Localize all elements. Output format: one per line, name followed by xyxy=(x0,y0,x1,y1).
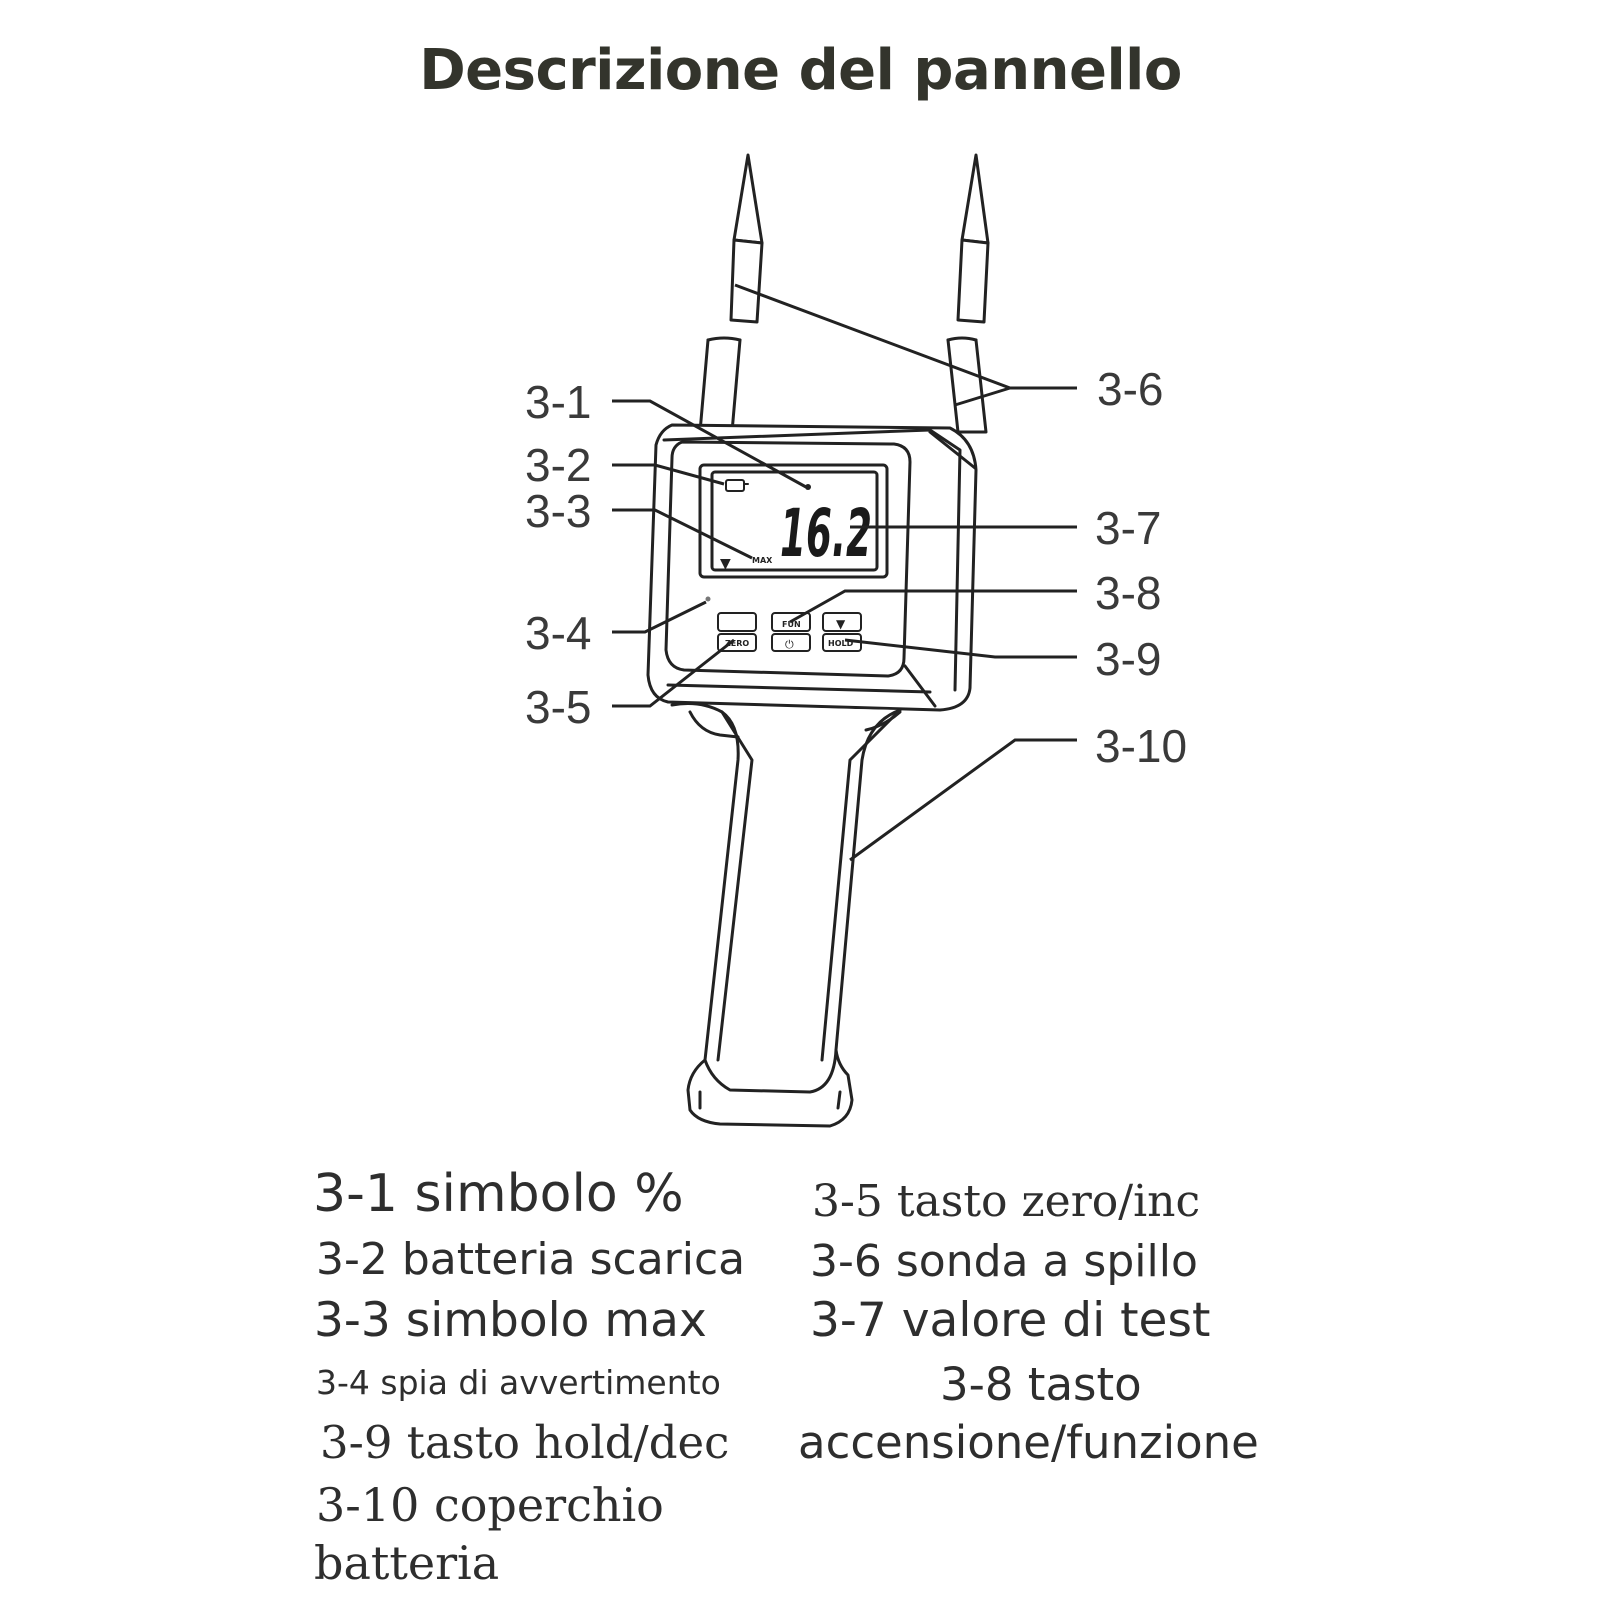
warning-led xyxy=(705,596,711,602)
legend-3-1: 3-1 simbolo % xyxy=(313,1164,684,1224)
leader-3-5 xyxy=(612,638,735,708)
leader-3-3 xyxy=(612,508,753,560)
legend-3-8: 3-8 tasto xyxy=(940,1358,1142,1411)
legend-3-8-cont: accensione/funzione xyxy=(798,1416,1259,1469)
diagram-title: Descrizione del pannello xyxy=(419,38,1182,103)
leader-3-6b xyxy=(954,386,1011,407)
legend-3-4: 3-4 spia di avvertimento xyxy=(316,1363,721,1402)
legend-3-2: 3-2 batteria scarica xyxy=(316,1234,746,1285)
callout-3-5: 3-5 xyxy=(525,681,591,733)
leader-3-1 xyxy=(612,399,807,489)
lcd-max-symbol: MAX xyxy=(752,556,773,565)
left-pin-probe xyxy=(698,153,764,434)
leader-3-2 xyxy=(612,463,725,486)
warning-lamp-icon: ▼ xyxy=(720,556,731,572)
down-arrow-icon: ▼ xyxy=(836,617,846,631)
handle-battery-cover xyxy=(670,702,902,1128)
lcd-screen xyxy=(698,463,889,579)
callout-3-10: 3-10 xyxy=(1095,720,1187,772)
callout-3-4: 3-4 xyxy=(525,607,591,659)
zero-button-label: ZERO xyxy=(725,639,749,648)
callout-3-7: 3-7 xyxy=(1095,502,1161,554)
callout-3-3: 3-3 xyxy=(525,485,591,537)
legend-3-5: 3-5 tasto zero/inc xyxy=(812,1176,1201,1227)
legend-3-10: 3-10 coperchio xyxy=(316,1478,664,1532)
legend-3-7: 3-7 valore di test xyxy=(810,1293,1211,1348)
percent-symbol-dot xyxy=(805,484,811,490)
power-icon: ⏻ xyxy=(785,638,794,651)
leader-3-6 xyxy=(734,283,1077,390)
callout-3-1: 3-1 xyxy=(525,376,591,428)
hold-button-label: HOLD xyxy=(828,639,854,648)
leader-3-4 xyxy=(612,600,707,634)
fun-button-label: FUN xyxy=(782,620,801,629)
legend-3-3: 3-3 simbolo max xyxy=(314,1293,707,1348)
leader-3-9 xyxy=(844,638,1077,659)
callout-3-9: 3-9 xyxy=(1095,633,1161,685)
leader-3-10 xyxy=(849,738,1077,862)
legend-3-9: 3-9 tasto hold/dec xyxy=(320,1416,730,1469)
callout-3-2: 3-2 xyxy=(525,439,591,491)
right-pin-probe xyxy=(946,153,990,434)
callout-3-8: 3-8 xyxy=(1095,567,1161,619)
leader-3-8 xyxy=(789,589,1077,624)
lcd-value: 16.2 xyxy=(780,495,872,572)
legend-3-6: 3-6 sonda a spillo xyxy=(810,1236,1198,1287)
callout-3-6: 3-6 xyxy=(1097,363,1163,415)
legend-3-10-cont: batteria xyxy=(314,1536,500,1590)
